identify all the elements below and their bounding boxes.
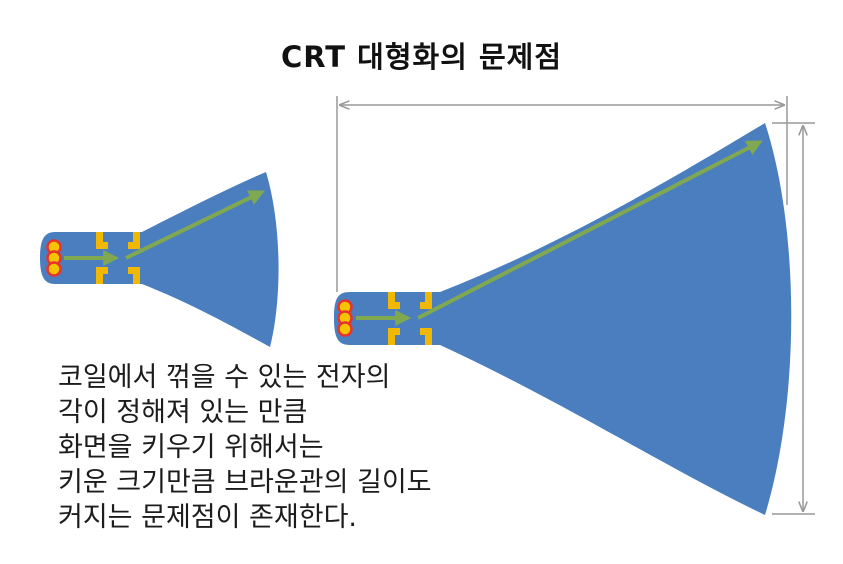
- electron-beam-arrow-icon: [356, 140, 763, 326]
- caption-line: 코일에서 꺾을 수 있는 전자의: [58, 362, 391, 393]
- height-dimension-line: [772, 122, 815, 515]
- deflection-coil-icon: [96, 232, 140, 284]
- caption-line: 화면을 키우기 위해서는: [58, 432, 324, 463]
- large-crt-tube-icon: [334, 123, 792, 515]
- small-tube-body: [40, 172, 279, 347]
- caption-line: 각이 정해져 있는 만큼: [58, 397, 308, 428]
- electron-beam-arrow-icon: [64, 190, 265, 266]
- length-dimension-line: [336, 96, 788, 292]
- deflection-coil-icon: [388, 292, 432, 345]
- electron-emitter-icon: [46, 239, 62, 277]
- small-crt-tube-icon: [40, 172, 279, 347]
- caption-line: 키운 크기만큼 브라운관의 길이도: [58, 467, 432, 498]
- caption-line: 커지는 문제점이 존재한다.: [58, 502, 357, 533]
- caption-text: 코일에서 꺾을 수 있는 전자의 각이 정해져 있는 만큼 화면을 키우기 위해…: [58, 360, 432, 535]
- diagram-title: CRT 대형화의 문제점: [280, 40, 563, 74]
- electron-emitter-icon: [337, 299, 353, 337]
- large-tube-body: [334, 123, 792, 515]
